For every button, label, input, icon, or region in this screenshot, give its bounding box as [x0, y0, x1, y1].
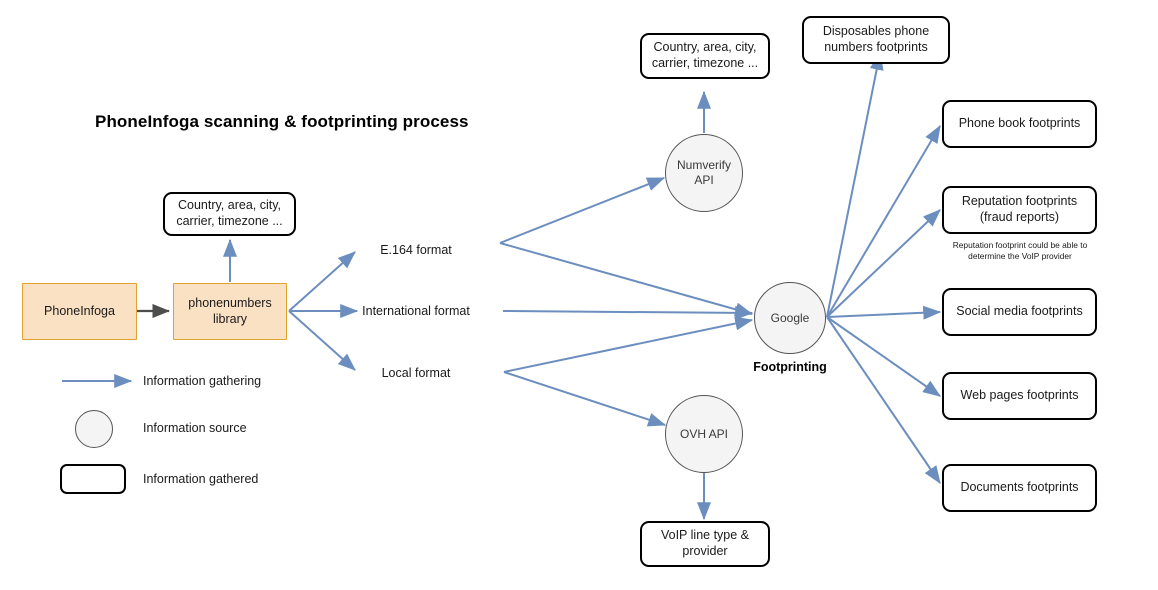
node-numverify-api: Numverify API	[665, 134, 743, 212]
edge-google-to-documents	[826, 316, 941, 484]
reputation-line2: (fraud reports)	[979, 210, 1060, 224]
node-country-area-city-left: Country, area, city, carrier, timezone .…	[163, 192, 296, 236]
reputation-caption-line1: Reputation footprint could be able to	[952, 240, 1088, 250]
disposables-line2: numbers footprints	[824, 40, 928, 54]
node-phone-book-footprints: Phone book footprints	[942, 100, 1097, 148]
edge-google-to-reputation	[826, 209, 941, 318]
reputation-caption-line2: determine the VoIP provider	[968, 251, 1072, 262]
edge-google-to-social-media	[826, 305, 942, 320]
country-area-top-line1: Country, area, city,	[653, 40, 757, 55]
disposables-line1: Disposables phone	[822, 24, 930, 39]
voip-line-line2: provider	[682, 544, 728, 558]
node-phoneinfoga: PhoneInfoga	[22, 283, 137, 340]
documents-label: Documents footprints	[960, 480, 1079, 495]
node-google: Google	[754, 282, 826, 354]
label-local-format: Local format	[381, 366, 451, 380]
phonenumbers-library-line2: library	[212, 311, 248, 326]
page-title: PhoneInfoga scanning & footprinting proc…	[95, 112, 469, 131]
numverify-api-line1: Numverify	[676, 158, 731, 172]
node-documents-footprints: Documents footprints	[942, 464, 1097, 512]
edge-google-to-web-pages	[826, 316, 941, 397]
web-pages-label: Web pages footprints	[960, 388, 1079, 403]
country-area-left-line1: Country, area, city,	[177, 198, 282, 213]
label-e164-format: E.164 format	[380, 243, 452, 257]
legend-label-information-source: Information source	[143, 421, 247, 435]
numverify-api-line2: API	[694, 173, 714, 187]
node-country-area-city-top: Country, area, city, carrier, timezone .…	[640, 33, 770, 79]
phone-book-label: Phone book footprints	[958, 116, 1081, 131]
country-area-left-line2: carrier, timezone ...	[176, 214, 283, 228]
node-reputation-footprints: Reputation footprints (fraud reports)	[942, 186, 1097, 234]
social-media-label: Social media footprints	[956, 304, 1083, 319]
reputation-caption: Reputation footprint could be able to de…	[920, 240, 1120, 263]
node-phonenumbers-library: phonenumbers library	[173, 283, 287, 340]
edge-local-to-ovh	[503, 371, 667, 427]
google-label: Google	[770, 310, 810, 325]
edge-google-to-phone-book	[826, 124, 941, 318]
label-international-format: International format	[362, 304, 470, 318]
label-footprinting: Footprinting	[753, 360, 827, 374]
country-area-top-line2: carrier, timezone ...	[651, 56, 759, 70]
edge-international-to-google	[502, 305, 754, 320]
edge-library-to-local	[288, 310, 356, 371]
edge-e164-to-numverify	[499, 177, 666, 244]
legend-label-information-gathering: Information gathering	[143, 374, 262, 388]
legend-source-icon	[75, 410, 113, 448]
voip-line-line1: VoIP line type &	[660, 528, 750, 543]
edge-google-to-disposables	[826, 51, 884, 318]
legend-label-information-gathered: Information gathered	[143, 472, 259, 486]
node-disposables-phone-numbers-footprints: Disposables phone numbers footprints	[802, 16, 950, 64]
node-ovh-api: OVH API	[665, 395, 743, 473]
edge-e164-to-google	[499, 242, 754, 317]
legend-gathered-icon	[60, 464, 126, 494]
node-web-pages-footprints: Web pages footprints	[942, 372, 1097, 420]
node-social-media-footprints: Social media footprints	[942, 288, 1097, 336]
node-voip-line-type: VoIP line type & provider	[640, 521, 770, 567]
edge-library-to-e164	[288, 251, 356, 312]
ovh-api-label: OVH API	[679, 426, 729, 441]
edge-local-to-google	[503, 316, 754, 373]
reputation-line1: Reputation footprints	[961, 194, 1078, 209]
phoneinfoga-label: PhoneInfoga	[44, 303, 115, 318]
phonenumbers-library-line1: phonenumbers	[188, 295, 272, 310]
